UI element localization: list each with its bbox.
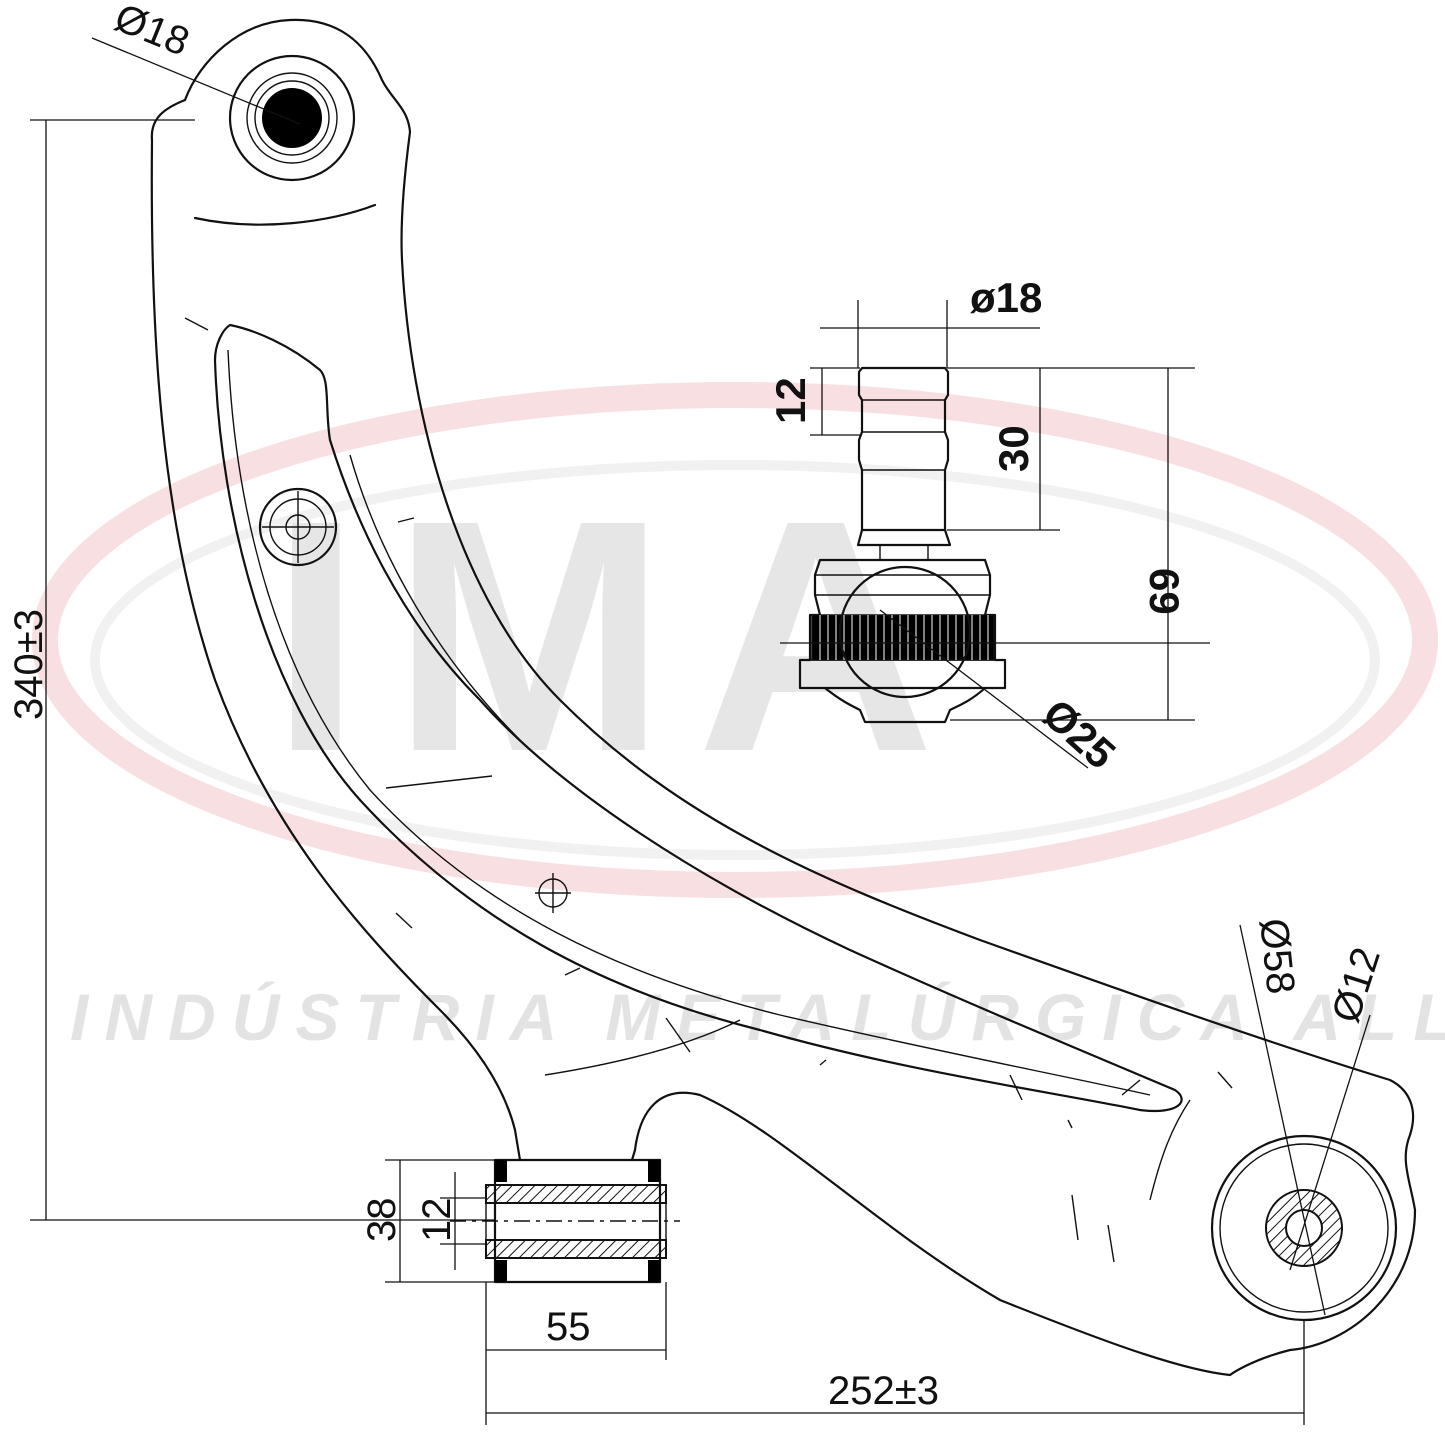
dimension-labels: Ø18 340±3 ø18 12 30 69 Ø25 Ø58 Ø12 38 12… <box>7 0 1389 1413</box>
watermark-company: INDÚSTRIA METALÚRGICA ALLI <box>70 980 1445 1054</box>
front-bushing <box>450 1158 680 1284</box>
top-eye-bore <box>262 88 322 148</box>
dim-front-height: 38 <box>360 1198 404 1243</box>
dim-ball-diameter: Ø25 <box>1034 690 1124 778</box>
dim-rear-outer: Ø58 <box>1251 916 1303 996</box>
rear-bushing-bore <box>1285 1209 1323 1247</box>
ball <box>838 565 972 699</box>
rear-bushing-outer-ring <box>1219 1143 1389 1313</box>
dim-front-width: 55 <box>546 1305 591 1349</box>
dim-ball-thread: 12 <box>767 377 814 424</box>
top-eye-outer <box>228 54 356 182</box>
control-arm-body <box>150 18 1417 1377</box>
watermark-ring-inner <box>90 460 1380 860</box>
dimension-lines <box>30 37 1371 1425</box>
mount-hole-outer <box>258 487 338 567</box>
watermark-ring <box>32 382 1438 898</box>
dim-overall-width: 252±3 <box>828 1369 939 1413</box>
dim-ball-stud-length: 30 <box>990 425 1037 472</box>
watermark: IMA INDÚSTRIA METALÚRGICA ALLI <box>32 382 1445 1054</box>
dim-overall-height: 340±3 <box>7 609 51 720</box>
ball-joint <box>798 366 1007 724</box>
top-eye-ring <box>246 72 338 164</box>
dim-ball-height: 69 <box>1141 568 1188 615</box>
dim-front-bore: 12 <box>415 1198 459 1243</box>
dim-ball-stud: ø18 <box>970 274 1042 321</box>
dim-top-bushing: Ø18 <box>109 0 196 65</box>
top-eye-ring-inner <box>254 80 330 156</box>
